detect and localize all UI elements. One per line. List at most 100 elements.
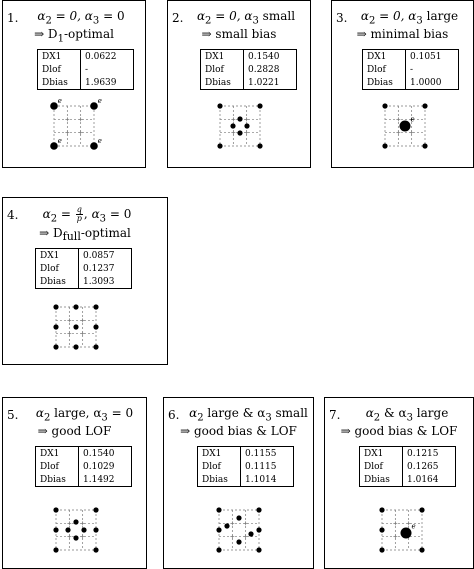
stat-value: 0.1540 bbox=[243, 49, 297, 63]
stat-value: 0.0622 bbox=[80, 49, 134, 63]
design-point bbox=[248, 531, 254, 537]
stat-value: 1.0164 bbox=[402, 473, 456, 487]
stat-label: DX1 bbox=[35, 248, 79, 262]
design-point bbox=[379, 527, 385, 533]
stat-label: Dbias bbox=[362, 76, 406, 90]
point-label: e bbox=[411, 116, 415, 124]
stat-value: 0.1115 bbox=[240, 460, 294, 473]
design-point bbox=[257, 143, 263, 149]
stat-value: 1.0000 bbox=[405, 76, 459, 90]
design-point bbox=[419, 507, 425, 513]
design-panel-6: 6. α2 large & α3 small ⇒ good bias & LOF… bbox=[163, 397, 314, 569]
panel-number: 1. bbox=[7, 11, 19, 25]
design-point bbox=[217, 103, 223, 109]
design-point bbox=[65, 527, 71, 533]
stat-value: 0.1215 bbox=[402, 446, 456, 460]
stat-label: DX1 bbox=[200, 49, 244, 63]
design-plot: e bbox=[379, 507, 425, 553]
stat-value: 0.1265 bbox=[402, 460, 456, 473]
design-point bbox=[53, 547, 59, 553]
design-point bbox=[236, 515, 242, 521]
panel-condition: α2 & α3 large bbox=[365, 406, 449, 424]
panel-number: 7. bbox=[329, 408, 341, 422]
panel-number: 6. bbox=[168, 408, 180, 422]
stats-row: Dlof- bbox=[37, 63, 134, 76]
design-point bbox=[93, 344, 99, 350]
design-point bbox=[422, 103, 428, 109]
panel-condition: α2 = 0, α3 = 0 bbox=[37, 9, 125, 27]
stat-value: 1.1014 bbox=[240, 473, 294, 487]
stat-value: - bbox=[405, 63, 459, 76]
stat-value: 0.2828 bbox=[243, 63, 297, 76]
stat-label: Dlof bbox=[35, 460, 79, 473]
design-point bbox=[379, 547, 385, 553]
panel-conclusion: ⇒ small bias bbox=[201, 27, 277, 41]
panel-number: 5. bbox=[7, 408, 19, 422]
design-point bbox=[399, 120, 411, 132]
point-label: e bbox=[58, 137, 62, 145]
stat-label: Dbias bbox=[359, 473, 403, 487]
design-plot: e e e e bbox=[50, 97, 102, 150]
design-point bbox=[73, 304, 79, 310]
panel-conclusion: ⇒ good bias & LOF bbox=[340, 424, 458, 438]
design-point bbox=[379, 507, 385, 513]
stat-label: DX1 bbox=[35, 446, 79, 460]
panel-condition: α2 large & α3 small bbox=[189, 406, 308, 424]
design-point bbox=[230, 123, 236, 129]
design-point bbox=[93, 324, 99, 330]
design-point bbox=[244, 123, 250, 129]
stat-label: Dlof bbox=[35, 262, 79, 275]
panel-conclusion: ⇒ Dfull-optimal bbox=[39, 226, 131, 243]
point-label: e bbox=[58, 97, 62, 105]
point-label: e bbox=[98, 97, 102, 105]
design-point bbox=[256, 547, 262, 553]
design-point bbox=[90, 142, 98, 150]
stat-label: Dlof bbox=[359, 460, 403, 473]
design-plot bbox=[53, 304, 99, 350]
design-point bbox=[257, 103, 263, 109]
design-point bbox=[237, 130, 243, 136]
design-point bbox=[382, 103, 388, 109]
design-plot: e bbox=[382, 103, 428, 149]
stat-value: 1.1492 bbox=[78, 473, 132, 487]
design-point bbox=[216, 527, 222, 533]
point-label: e bbox=[98, 137, 102, 145]
design-point bbox=[422, 143, 428, 149]
design-point bbox=[53, 304, 59, 310]
stat-label: Dlof bbox=[197, 460, 241, 473]
stat-label: DX1 bbox=[362, 49, 406, 63]
design-point bbox=[216, 507, 222, 513]
design-point bbox=[224, 523, 230, 529]
design-point bbox=[93, 547, 99, 553]
design-plot bbox=[53, 507, 99, 553]
design-point bbox=[93, 527, 99, 533]
stat-label: DX1 bbox=[37, 49, 81, 63]
design-point bbox=[73, 535, 79, 541]
design-point bbox=[93, 507, 99, 513]
design-point bbox=[73, 344, 79, 350]
design-point bbox=[382, 143, 388, 149]
design-point bbox=[419, 547, 425, 553]
design-point bbox=[50, 142, 58, 150]
panel-number: 2. bbox=[172, 11, 184, 25]
panel-conclusion: ⇒ good bias & LOF bbox=[180, 424, 297, 438]
stat-label: Dbias bbox=[197, 473, 241, 487]
